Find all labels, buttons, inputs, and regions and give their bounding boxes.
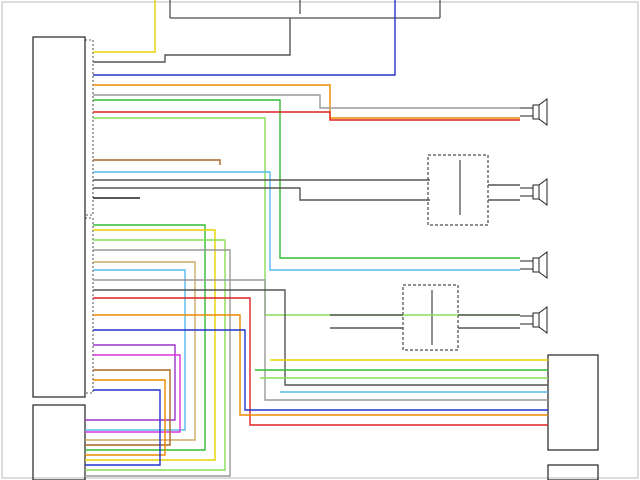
wire-magenta-25	[85, 354, 181, 433]
head-unit-connector	[32, 36, 94, 398]
lower-left-connector	[32, 404, 86, 480]
wire-lt_green-15	[85, 239, 226, 471]
wire-orange-3	[93, 84, 520, 119]
speakers	[520, 98, 548, 334]
wire-lt_blue-9	[93, 171, 520, 271]
wire-red-6	[93, 111, 520, 121]
wire-brown-8	[93, 159, 221, 165]
wire-dark_gray-20	[93, 289, 548, 386]
wire-dark_gray-11	[93, 187, 430, 201]
junction-box-upper	[427, 154, 489, 226]
speaker-icon-4	[520, 306, 548, 334]
speaker-icon-1	[520, 98, 548, 126]
wire-dark_gray-1	[93, 18, 291, 63]
right-connector	[547, 354, 599, 480]
junction-box-lower	[402, 284, 459, 351]
wire-gray-19	[93, 279, 548, 401]
wire-tan-17	[85, 261, 196, 441]
wire-gray-4	[93, 94, 520, 109]
wires	[85, 0, 548, 477]
wire-brown-26	[85, 369, 171, 446]
wire-green-13	[85, 224, 206, 451]
wire-purple-24	[85, 344, 176, 421]
wire-blue-2	[93, 0, 396, 76]
wire-orange-27	[85, 379, 166, 456]
speaker-icon-3	[520, 251, 548, 279]
wire-blue-23	[93, 329, 548, 411]
wire-lt_blue-18	[85, 269, 186, 431]
wire-orange-22	[93, 314, 548, 416]
wire-yellow-14	[85, 229, 216, 461]
wire-green-5	[93, 99, 520, 259]
wire-gray-16	[85, 249, 231, 477]
wire-yellow-0	[93, 0, 156, 53]
speaker-icon-2	[520, 178, 548, 206]
wire-red-21	[93, 297, 548, 426]
wire-blue-28	[85, 389, 161, 466]
